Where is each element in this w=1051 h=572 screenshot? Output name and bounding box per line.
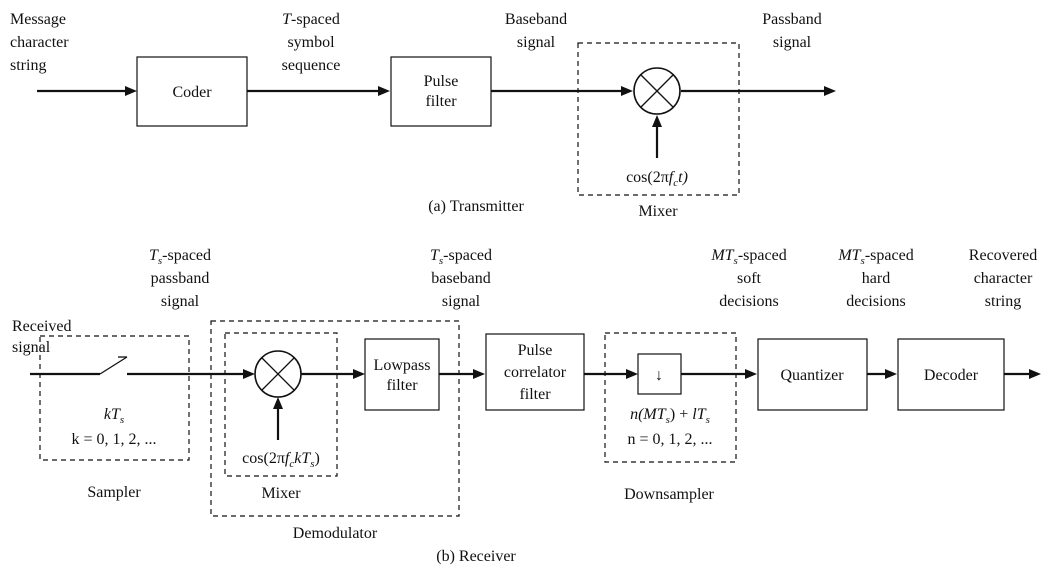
tx-mixer-box <box>577 42 740 196</box>
tx-baseband-label: signal <box>517 34 556 51</box>
tx-input-label: character <box>10 34 69 51</box>
arrowhead-icon <box>1029 369 1041 379</box>
rx-hard-label: hard <box>862 270 890 287</box>
correlator-label: correlator <box>504 364 567 381</box>
quantizer-block <box>757 338 868 411</box>
rx-baseband-label: baseband <box>431 270 491 287</box>
demodulator-box <box>210 320 460 517</box>
downsample-arrow-icon: ↓ <box>655 367 663 384</box>
tx-baseband-label: Baseband <box>505 11 567 28</box>
decoder-block <box>897 338 1005 411</box>
rx-mixer-label: Mixer <box>261 485 301 502</box>
lowpass-label: Lowpass <box>374 357 431 374</box>
demodulator-label: Demodulator <box>293 525 378 542</box>
rx-input-label: signal <box>12 339 51 356</box>
sampler-eq: kTs <box>104 406 124 426</box>
sampler-switch-icon <box>99 356 128 375</box>
rx-passband-label: signal <box>161 293 200 310</box>
arrowhead-icon <box>243 369 255 379</box>
rx-output-label: character <box>974 270 1033 287</box>
rx-soft-label: soft <box>737 270 762 287</box>
arrowhead-icon <box>745 369 757 379</box>
sampler-label: Sampler <box>87 484 141 501</box>
tx-cos-label: cos(2πfct) <box>626 169 688 189</box>
tx-passband-label: Passband <box>762 11 822 28</box>
tx-symbol-label: symbol <box>287 34 335 51</box>
pulse-filter-label: filter <box>425 93 457 110</box>
arrowhead-icon <box>652 115 662 127</box>
pulse-filter-label: Pulse <box>424 73 459 90</box>
downsampler-label: Downsampler <box>624 486 714 503</box>
downsample-block <box>637 353 682 395</box>
downsampler-eq: n = 0, 1, 2, ... <box>627 431 712 448</box>
coder-label: Coder <box>172 84 212 101</box>
rx-cos-label: cos(2πfckTs) <box>242 450 320 470</box>
rx-soft-label: decisions <box>719 293 779 310</box>
pulse-correlator-filter-block <box>485 333 585 411</box>
arrowhead-icon <box>885 369 897 379</box>
arrowhead-icon <box>125 86 137 96</box>
decoder-label: Decoder <box>924 367 979 384</box>
multiplier-cross <box>261 357 295 391</box>
transmitter-diagram: Coder Pulse filter Message character str… <box>10 11 836 220</box>
rx-input-label: Received <box>12 318 72 335</box>
downsampler-eq: n(MTs) + lTs <box>630 406 710 426</box>
rx-output-label: string <box>985 293 1021 310</box>
rx-soft-label: MTs-spaced <box>710 247 786 267</box>
correlator-label: filter <box>519 386 551 403</box>
arrowhead-icon <box>473 369 485 379</box>
arrowhead-icon <box>824 86 836 96</box>
tx-symbol-label: sequence <box>282 57 341 74</box>
rx-passband-label: Ts-spaced <box>149 247 211 267</box>
sampler-eq: k = 0, 1, 2, ... <box>71 431 156 448</box>
rx-caption: (b) Receiver <box>436 548 516 565</box>
coder-block <box>136 56 248 127</box>
downsampler-box <box>604 332 737 463</box>
rx-mixer-box <box>224 332 338 477</box>
rx-hard-label: MTs-spaced <box>837 247 913 267</box>
arrowhead-icon <box>626 369 638 379</box>
arrowhead-icon <box>353 369 365 379</box>
lowpass-label: filter <box>386 377 418 394</box>
tx-passband-label: signal <box>773 34 812 51</box>
correlator-label: Pulse <box>518 342 553 359</box>
sampler-box <box>39 335 190 461</box>
tx-input-label: Message <box>10 11 66 28</box>
arrowhead-icon <box>378 86 390 96</box>
rx-hard-label: decisions <box>846 293 906 310</box>
tx-input-label: string <box>10 57 46 74</box>
rx-passband-label: passband <box>151 270 210 287</box>
lowpass-filter-block <box>364 338 440 411</box>
tx-mixer-label: Mixer <box>638 203 678 220</box>
rx-output-label: Recovered <box>969 247 1037 264</box>
multiplier-cross <box>640 74 674 108</box>
tx-symbol-label: T-spaced <box>282 11 340 28</box>
receiver-diagram: Lowpass filter Pulse correlator filter ↓… <box>12 247 1041 565</box>
tx-caption: (a) Transmitter <box>428 198 524 215</box>
rx-baseband-label: Ts-spaced <box>430 247 492 267</box>
arrowhead-icon <box>621 86 633 96</box>
quantizer-label: Quantizer <box>780 367 844 384</box>
pulse-filter-block <box>390 56 492 127</box>
rx-baseband-label: signal <box>442 293 481 310</box>
arrowhead-icon <box>273 397 283 409</box>
